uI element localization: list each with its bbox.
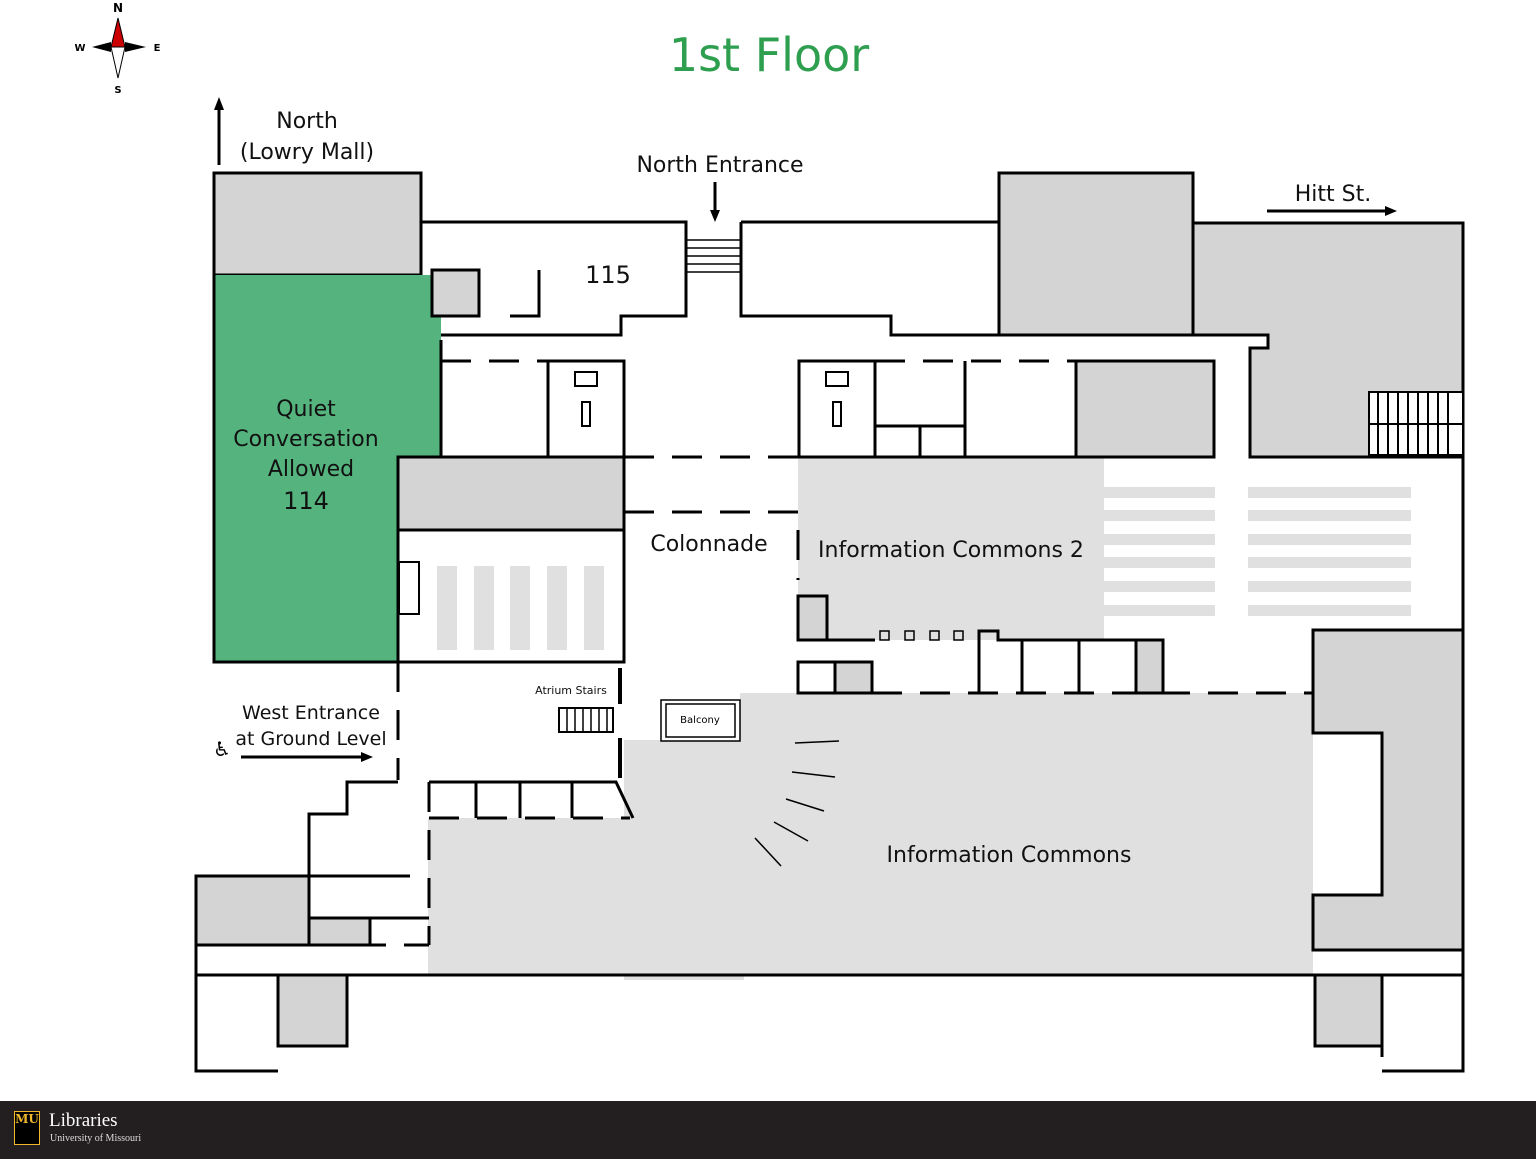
label-atrium-stairs: Atrium Stairs	[535, 684, 607, 697]
label-lowry-mall: (Lowry Mall)	[240, 140, 374, 165]
label-west-entrance: West Entrance	[242, 702, 380, 724]
page-title: 1st Floor	[669, 28, 869, 82]
label-room-115: 115	[585, 261, 631, 289]
label-allowed: Allowed	[268, 457, 354, 482]
west-stacks	[437, 566, 604, 650]
label-info-commons-2: Information Commons 2	[818, 538, 1084, 563]
label-quiet: Quiet	[276, 397, 336, 422]
footer-bar: MU Libraries University of Missouri	[0, 1101, 1536, 1159]
mu-logo: MU	[14, 1111, 40, 1145]
label-colonnade: Colonnade	[650, 532, 767, 557]
svg-text:W: W	[74, 43, 85, 54]
label-room-114: 114	[283, 487, 329, 515]
info-commons-2-stacks	[1104, 487, 1411, 616]
svg-text:S: S	[114, 85, 121, 96]
label-info-commons: Information Commons	[887, 843, 1132, 868]
svg-text:E: E	[154, 43, 161, 54]
svg-text:N: N	[113, 1, 123, 15]
label-north: North	[276, 109, 338, 134]
footer-libraries: Libraries	[49, 1110, 118, 1131]
floor-map: N S W E 1st Floor	[74, 1, 1465, 1073]
balcony-label: Balcony	[680, 715, 720, 726]
accessibility-icon: ♿	[213, 737, 231, 761]
compass-icon: N S W E	[74, 1, 160, 96]
label-conversation: Conversation	[233, 427, 378, 452]
label-hitt-st: Hitt St.	[1295, 182, 1371, 207]
label-ground-level: at Ground Level	[235, 728, 386, 750]
label-north-entrance: North Entrance	[636, 153, 803, 178]
footer-university: University of Missouri	[50, 1133, 142, 1144]
